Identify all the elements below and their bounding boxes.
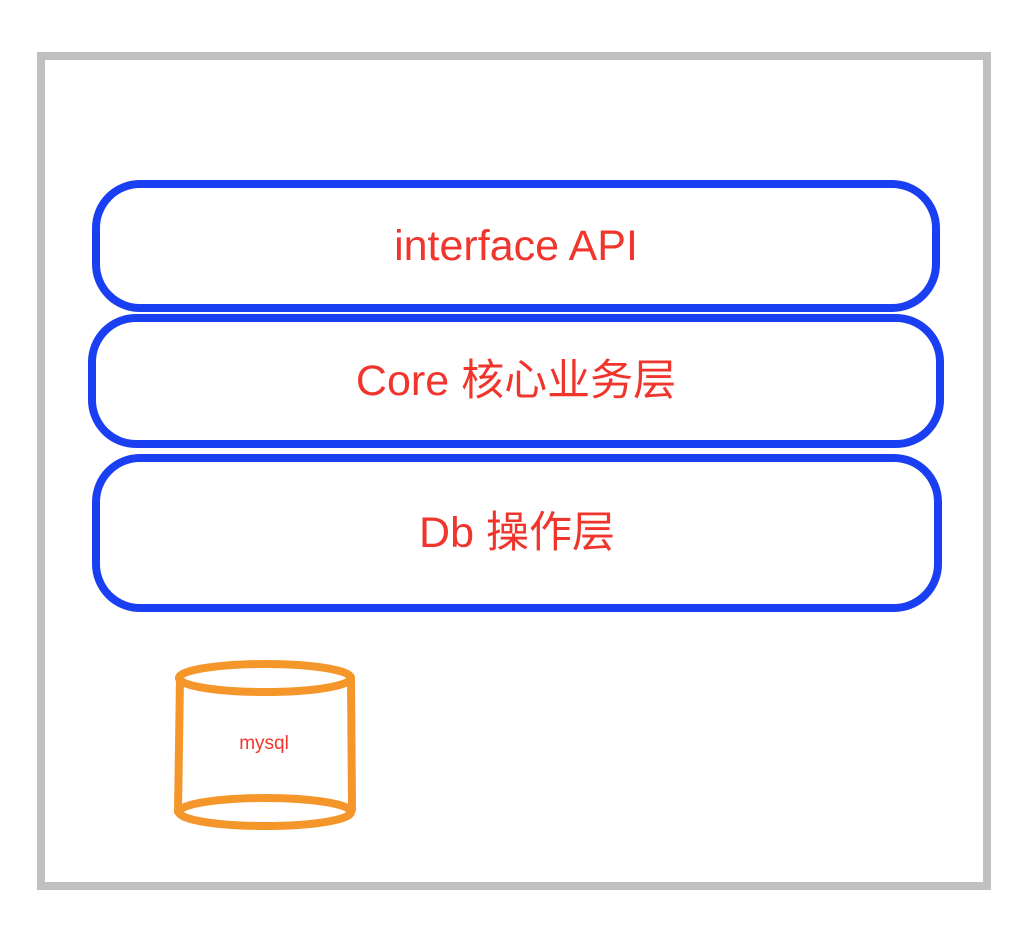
database-cylinder-left-side — [174, 674, 184, 816]
database-cylinder-bottom — [175, 794, 355, 830]
layer-db-operation: Db 操作层 — [92, 454, 942, 612]
database-cylinder-right-side — [347, 674, 356, 814]
database-label: mysql — [239, 733, 289, 754]
database-cylinder-top — [175, 660, 355, 696]
layer-interface-api-label: interface API — [394, 221, 638, 270]
layer-db-operation-label: Db 操作层 — [419, 508, 615, 557]
layer-core-business: Core 核心业务层 — [88, 314, 944, 448]
layer-interface-api: interface API — [92, 180, 940, 312]
layer-core-business-label: Core 核心业务层 — [355, 356, 677, 405]
database-cylinder-icon — [174, 660, 356, 830]
